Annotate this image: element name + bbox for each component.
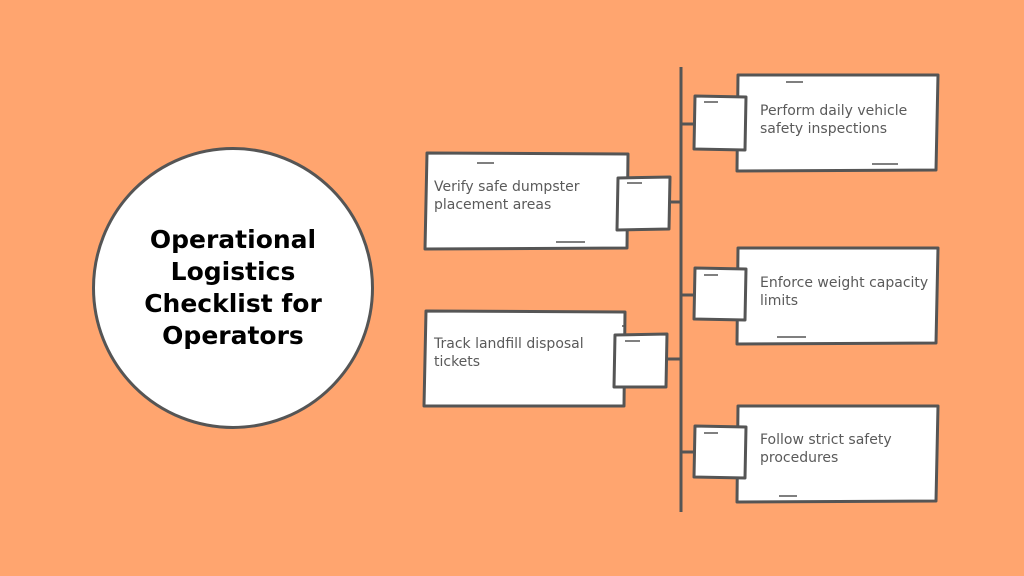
checklist-label-right-3: Follow strict safety procedures	[760, 432, 892, 466]
checklist-card-right-1	[692, 73, 940, 173]
checklist-label-right-1: Perform daily vehicle safety inspections	[760, 103, 908, 137]
checklist-label-right-2: Enforce weight capacity limits	[760, 275, 929, 309]
checklist-card-left-2	[422, 309, 669, 408]
checklist-label-left-2: Track landfill disposal tickets	[434, 336, 584, 370]
title-circle: Operational Logistics Checklist for Oper…	[92, 147, 374, 429]
checklist-card-right-2	[692, 246, 940, 346]
checklist-card-left-1	[423, 151, 672, 251]
diagram-title: Operational Logistics Checklist for Oper…	[144, 225, 322, 350]
checklist-label-left-1: Verify safe dumpster placement areas	[434, 179, 580, 213]
checklist-card-right-3	[692, 404, 940, 504]
